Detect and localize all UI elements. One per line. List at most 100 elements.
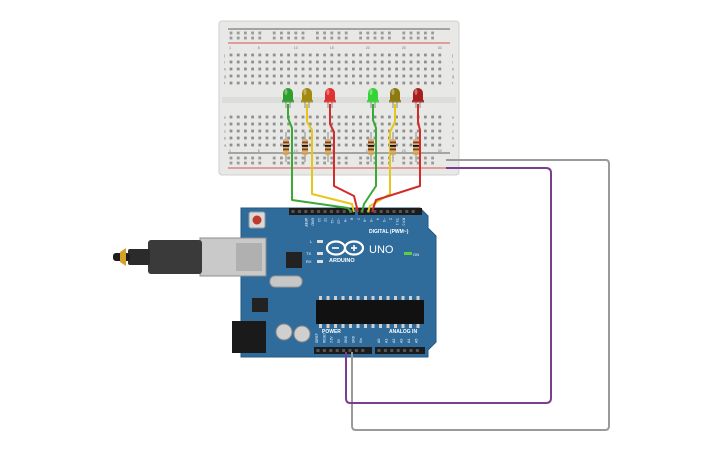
terminal-hole[interactable]	[344, 60, 348, 64]
led-yellow-dark[interactable]	[389, 88, 401, 108]
header-hole[interactable]	[403, 349, 407, 352]
terminal-hole[interactable]	[380, 53, 384, 57]
terminal-hole[interactable]	[431, 53, 434, 57]
rail-hole[interactable]	[272, 161, 276, 165]
resistor[interactable]	[368, 132, 374, 162]
rail-hole[interactable]	[337, 31, 341, 35]
terminal-hole[interactable]	[395, 60, 398, 64]
rail-hole[interactable]	[388, 36, 391, 40]
terminal-hole[interactable]	[316, 143, 319, 147]
terminal-hole[interactable]	[337, 67, 341, 71]
terminal-hole[interactable]	[236, 143, 240, 147]
terminal-hole[interactable]	[330, 81, 334, 85]
terminal-hole[interactable]	[352, 115, 355, 119]
terminal-hole[interactable]	[287, 60, 290, 64]
terminal-hole[interactable]	[323, 143, 326, 147]
rail-hole[interactable]	[294, 31, 298, 35]
terminal-hole[interactable]	[265, 136, 269, 140]
terminal-hole[interactable]	[294, 136, 298, 140]
terminal-hole[interactable]	[272, 136, 276, 140]
terminal-hole[interactable]	[352, 122, 355, 126]
terminal-hole[interactable]	[395, 53, 398, 57]
header-hole[interactable]	[329, 210, 333, 213]
header-hole[interactable]	[297, 210, 301, 213]
rail-hole[interactable]	[402, 156, 406, 160]
terminal-hole[interactable]	[373, 53, 377, 57]
terminal-hole[interactable]	[280, 115, 283, 119]
terminal-hole[interactable]	[316, 60, 319, 64]
rail-hole[interactable]	[380, 31, 384, 35]
terminal-hole[interactable]	[301, 122, 305, 126]
terminal-hole[interactable]	[424, 115, 427, 119]
terminal-hole[interactable]	[287, 53, 290, 57]
terminal-hole[interactable]	[316, 136, 319, 140]
rail-hole[interactable]	[424, 161, 427, 165]
terminal-hole[interactable]	[380, 74, 384, 78]
terminal-hole[interactable]	[431, 81, 434, 85]
terminal-hole[interactable]	[287, 74, 290, 78]
wires[interactable]	[287, 104, 610, 431]
terminal-hole[interactable]	[352, 143, 355, 147]
header-hole[interactable]	[329, 349, 333, 352]
terminal-hole[interactable]	[330, 60, 334, 64]
terminal-hole[interactable]	[352, 136, 355, 140]
terminal-hole[interactable]	[424, 136, 427, 140]
rail-hole[interactable]	[337, 156, 341, 160]
terminal-hole[interactable]	[229, 60, 233, 64]
rail-hole[interactable]	[409, 156, 413, 160]
rail-hole[interactable]	[424, 36, 427, 40]
terminal-hole[interactable]	[424, 81, 427, 85]
terminal-hole[interactable]	[272, 60, 276, 64]
wire-yellow-1[interactable]	[306, 104, 355, 213]
terminal-hole[interactable]	[258, 129, 262, 133]
header-hole[interactable]	[396, 349, 400, 352]
terminal-hole[interactable]	[366, 81, 370, 85]
terminal-hole[interactable]	[229, 74, 233, 78]
rail-hole[interactable]	[402, 161, 406, 165]
terminal-hole[interactable]	[272, 122, 276, 126]
rail-hole[interactable]	[294, 161, 298, 165]
terminal-hole[interactable]	[287, 81, 290, 85]
rail-hole[interactable]	[416, 36, 420, 40]
header-hole[interactable]	[415, 349, 419, 352]
terminal-hole[interactable]	[244, 74, 247, 78]
header-hole[interactable]	[291, 210, 295, 213]
terminal-hole[interactable]	[280, 53, 283, 57]
terminal-hole[interactable]	[294, 53, 298, 57]
terminal-hole[interactable]	[388, 67, 391, 71]
rail-hole[interactable]	[280, 36, 283, 40]
rail-hole[interactable]	[272, 156, 276, 160]
terminal-hole[interactable]	[316, 74, 319, 78]
terminal-hole[interactable]	[265, 143, 269, 147]
terminal-hole[interactable]	[344, 136, 348, 140]
terminal-hole[interactable]	[244, 67, 247, 71]
rail-hole[interactable]	[229, 161, 233, 165]
terminal-hole[interactable]	[229, 122, 233, 126]
rail-hole[interactable]	[280, 156, 283, 160]
terminal-hole[interactable]	[316, 67, 319, 71]
rail-hole[interactable]	[280, 31, 283, 35]
header-hole[interactable]	[405, 210, 409, 213]
terminal-hole[interactable]	[244, 115, 247, 119]
rail-hole[interactable]	[236, 36, 240, 40]
terminal-hole[interactable]	[337, 81, 341, 85]
terminal-hole[interactable]	[272, 53, 276, 57]
terminal-hole[interactable]	[337, 122, 341, 126]
terminal-hole[interactable]	[402, 143, 406, 147]
terminal-hole[interactable]	[337, 136, 341, 140]
terminal-hole[interactable]	[287, 129, 290, 133]
rail-hole[interactable]	[344, 36, 348, 40]
terminal-hole[interactable]	[272, 115, 276, 119]
terminal-hole[interactable]	[229, 136, 233, 140]
header-hole[interactable]	[348, 349, 352, 352]
wire-green-1[interactable]	[287, 104, 352, 213]
header-hole[interactable]	[379, 210, 383, 213]
terminal-hole[interactable]	[280, 122, 283, 126]
terminal-hole[interactable]	[258, 74, 262, 78]
terminal-hole[interactable]	[294, 143, 298, 147]
terminal-hole[interactable]	[236, 129, 240, 133]
terminal-hole[interactable]	[265, 53, 269, 57]
terminal-hole[interactable]	[244, 81, 247, 85]
header-hole[interactable]	[373, 210, 377, 213]
terminal-hole[interactable]	[236, 136, 240, 140]
